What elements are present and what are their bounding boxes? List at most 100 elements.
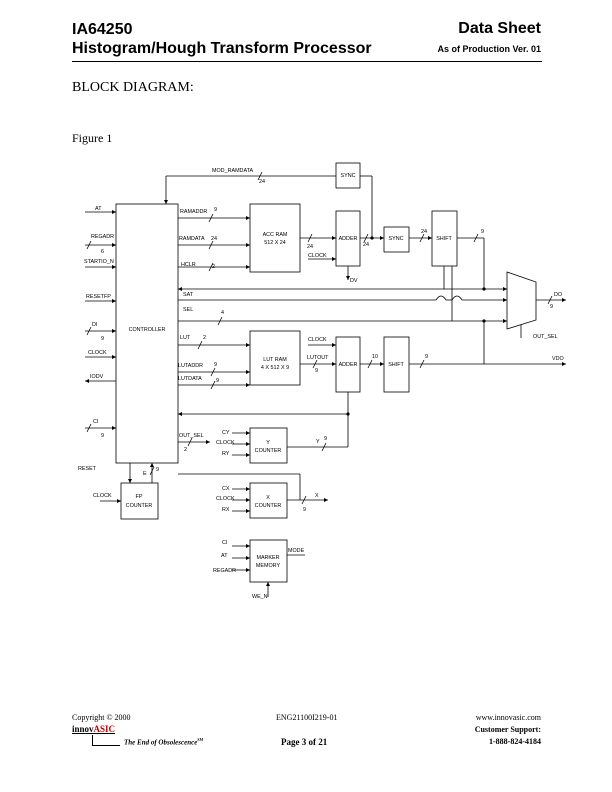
sig-y-out: Y xyxy=(316,439,320,445)
fp-counter-box xyxy=(120,482,159,520)
marker-memory-box xyxy=(249,539,288,583)
sig-clock-fp: CLOCK xyxy=(93,493,112,499)
sig-sat: SAT xyxy=(183,292,194,298)
shift-top-label: SHIFT xyxy=(436,236,452,242)
acc-ram-size: 512 X 24 xyxy=(264,240,286,246)
footer-brand: innovASIC xyxy=(72,724,115,734)
footer-copyright: Copyright © 2000 xyxy=(72,713,131,722)
sig-hclr: HCLR xyxy=(181,262,196,268)
shift-top-box xyxy=(431,210,458,267)
sig-out-sel-mux: OUT_SEL xyxy=(533,334,558,340)
sig-ci: CI xyxy=(93,419,98,425)
footer-phone: 1-888-824-4184 xyxy=(489,737,541,746)
sig-mod-ramdata: MOD_RAMDATA xyxy=(212,168,254,174)
marker-memory-label: MARKER xyxy=(256,555,279,561)
sig-w10: 10 xyxy=(372,354,378,360)
sig-ci-marker: CI xyxy=(222,540,227,546)
sig-e-label: E xyxy=(143,471,147,477)
sig-lutdata: LUTDATA xyxy=(178,376,202,382)
sig-w9-x: 9 xyxy=(303,507,306,513)
sig-w9-shiftbot: 9 xyxy=(425,354,428,360)
sig-cy: CY xyxy=(222,430,230,436)
footer-tagline: The End of ObsolescenceSM xyxy=(124,737,203,746)
sig-we-n: WE_N xyxy=(252,594,268,600)
sig-at: AT xyxy=(95,206,102,212)
header-rule xyxy=(72,61,542,62)
sig-lutout: LUTOUT xyxy=(307,355,329,361)
sig-w24-ramdata: 24 xyxy=(211,236,217,242)
footer-tagline-text: The End of Obsolescence xyxy=(124,738,198,747)
footer-brand-prefix: innov xyxy=(72,724,94,734)
fp-counter-label: FP xyxy=(136,494,143,500)
x-counter-sub: COUNTER xyxy=(255,503,282,509)
sig-cx: CX xyxy=(222,486,230,492)
sig-clock-adder-bot: CLOCK xyxy=(308,337,327,343)
sync-mid-label: SYNC xyxy=(389,236,404,242)
sig-do: DO xyxy=(554,292,562,298)
sig-regadr-marker: REGADR xyxy=(213,568,236,574)
adder-bot-label: ADDER xyxy=(339,362,358,368)
sig-w9-lutaddr: 9 xyxy=(214,362,217,368)
y-counter-box xyxy=(249,427,288,464)
y-counter-sub: COUNTER xyxy=(255,448,282,454)
sig-vdo: VDO xyxy=(552,356,564,362)
sig-w9-fp: 9 xyxy=(156,467,159,473)
footer-brand-bar xyxy=(92,735,93,745)
footer-page: Page 3 of 21 xyxy=(281,737,328,747)
sig-iodv: IODV xyxy=(90,374,104,380)
lut-ram-box xyxy=(249,330,301,386)
header-part-number: IA64250 xyxy=(72,21,133,38)
fp-counter-sub: COUNTER xyxy=(126,503,153,509)
adder-top-label: ADDER xyxy=(339,236,358,242)
sig-w9-di: 9 xyxy=(101,336,104,342)
sig-w24-accout: 24 xyxy=(307,244,313,250)
sig-dv: DV xyxy=(350,278,358,284)
lut-ram-label: LUT RAM xyxy=(263,357,287,363)
x-counter-box xyxy=(249,482,288,519)
controller-box xyxy=(115,203,179,464)
sig-w4-sel: 4 xyxy=(221,310,224,316)
sig-di: DI xyxy=(92,322,97,328)
sig-regadr: REGADR xyxy=(91,234,114,240)
sig-w9-lutdata: 9 xyxy=(216,378,219,384)
sig-reset: RESET xyxy=(78,466,97,472)
output-mux xyxy=(506,271,537,330)
sig-lut: LUT xyxy=(180,335,191,341)
sig-w9-shiftout: 9 xyxy=(481,229,484,235)
sig-w24-adderout: 24 xyxy=(363,242,369,248)
sync-top-box xyxy=(335,162,361,189)
sig-lutaddr: LUTADDR xyxy=(178,363,203,369)
sig-w24-syncout: 24 xyxy=(421,229,427,235)
shift-bot-label: SHIFT xyxy=(388,362,404,368)
sig-w24-top: 24 xyxy=(259,179,265,185)
sig-resetfp: RESETFP xyxy=(86,294,111,300)
footer-brand-suffix: ASIC xyxy=(93,724,116,734)
sig-ry: RY xyxy=(222,451,230,457)
marker-memory-sub: MEMORY xyxy=(256,563,281,569)
sig-rx: RX xyxy=(222,507,230,513)
sig-ramaddr: RAMADDR xyxy=(180,209,207,215)
sig-at-marker: AT xyxy=(221,553,228,559)
header-product-title: Histogram/Hough Transform Processor xyxy=(72,40,372,57)
sig-startio-n: STARTIO_N xyxy=(84,259,114,265)
sig-sel: SEL xyxy=(183,307,193,313)
header-doc-type: Data Sheet xyxy=(458,20,541,37)
sig-w9-do: 9 xyxy=(550,304,553,310)
sig-out-sel-ctrl: OUT_SEL xyxy=(179,433,204,439)
header-version: As of Production Ver. 01 xyxy=(437,44,541,54)
footer-brand-underline xyxy=(92,745,120,746)
sig-clock-left: CLOCK xyxy=(88,350,107,356)
sig-ramdata: RAMDATA xyxy=(179,236,205,242)
footer-support-label: Customer Support: xyxy=(474,725,541,734)
sig-w6: 6 xyxy=(101,249,104,255)
sig-w2-lut: 2 xyxy=(203,335,206,341)
acc-ram-label: ACC RAM xyxy=(263,232,288,238)
sig-clock-adder-top: CLOCK xyxy=(308,253,327,259)
footer-tm: SM xyxy=(197,737,204,742)
sig-mode: MODE xyxy=(288,548,305,554)
shift-bot-box xyxy=(383,336,410,393)
sig-w9-lutout: 9 xyxy=(315,368,318,374)
sig-x-out: X xyxy=(315,493,319,499)
controller-label: CONTROLLER xyxy=(129,327,166,333)
